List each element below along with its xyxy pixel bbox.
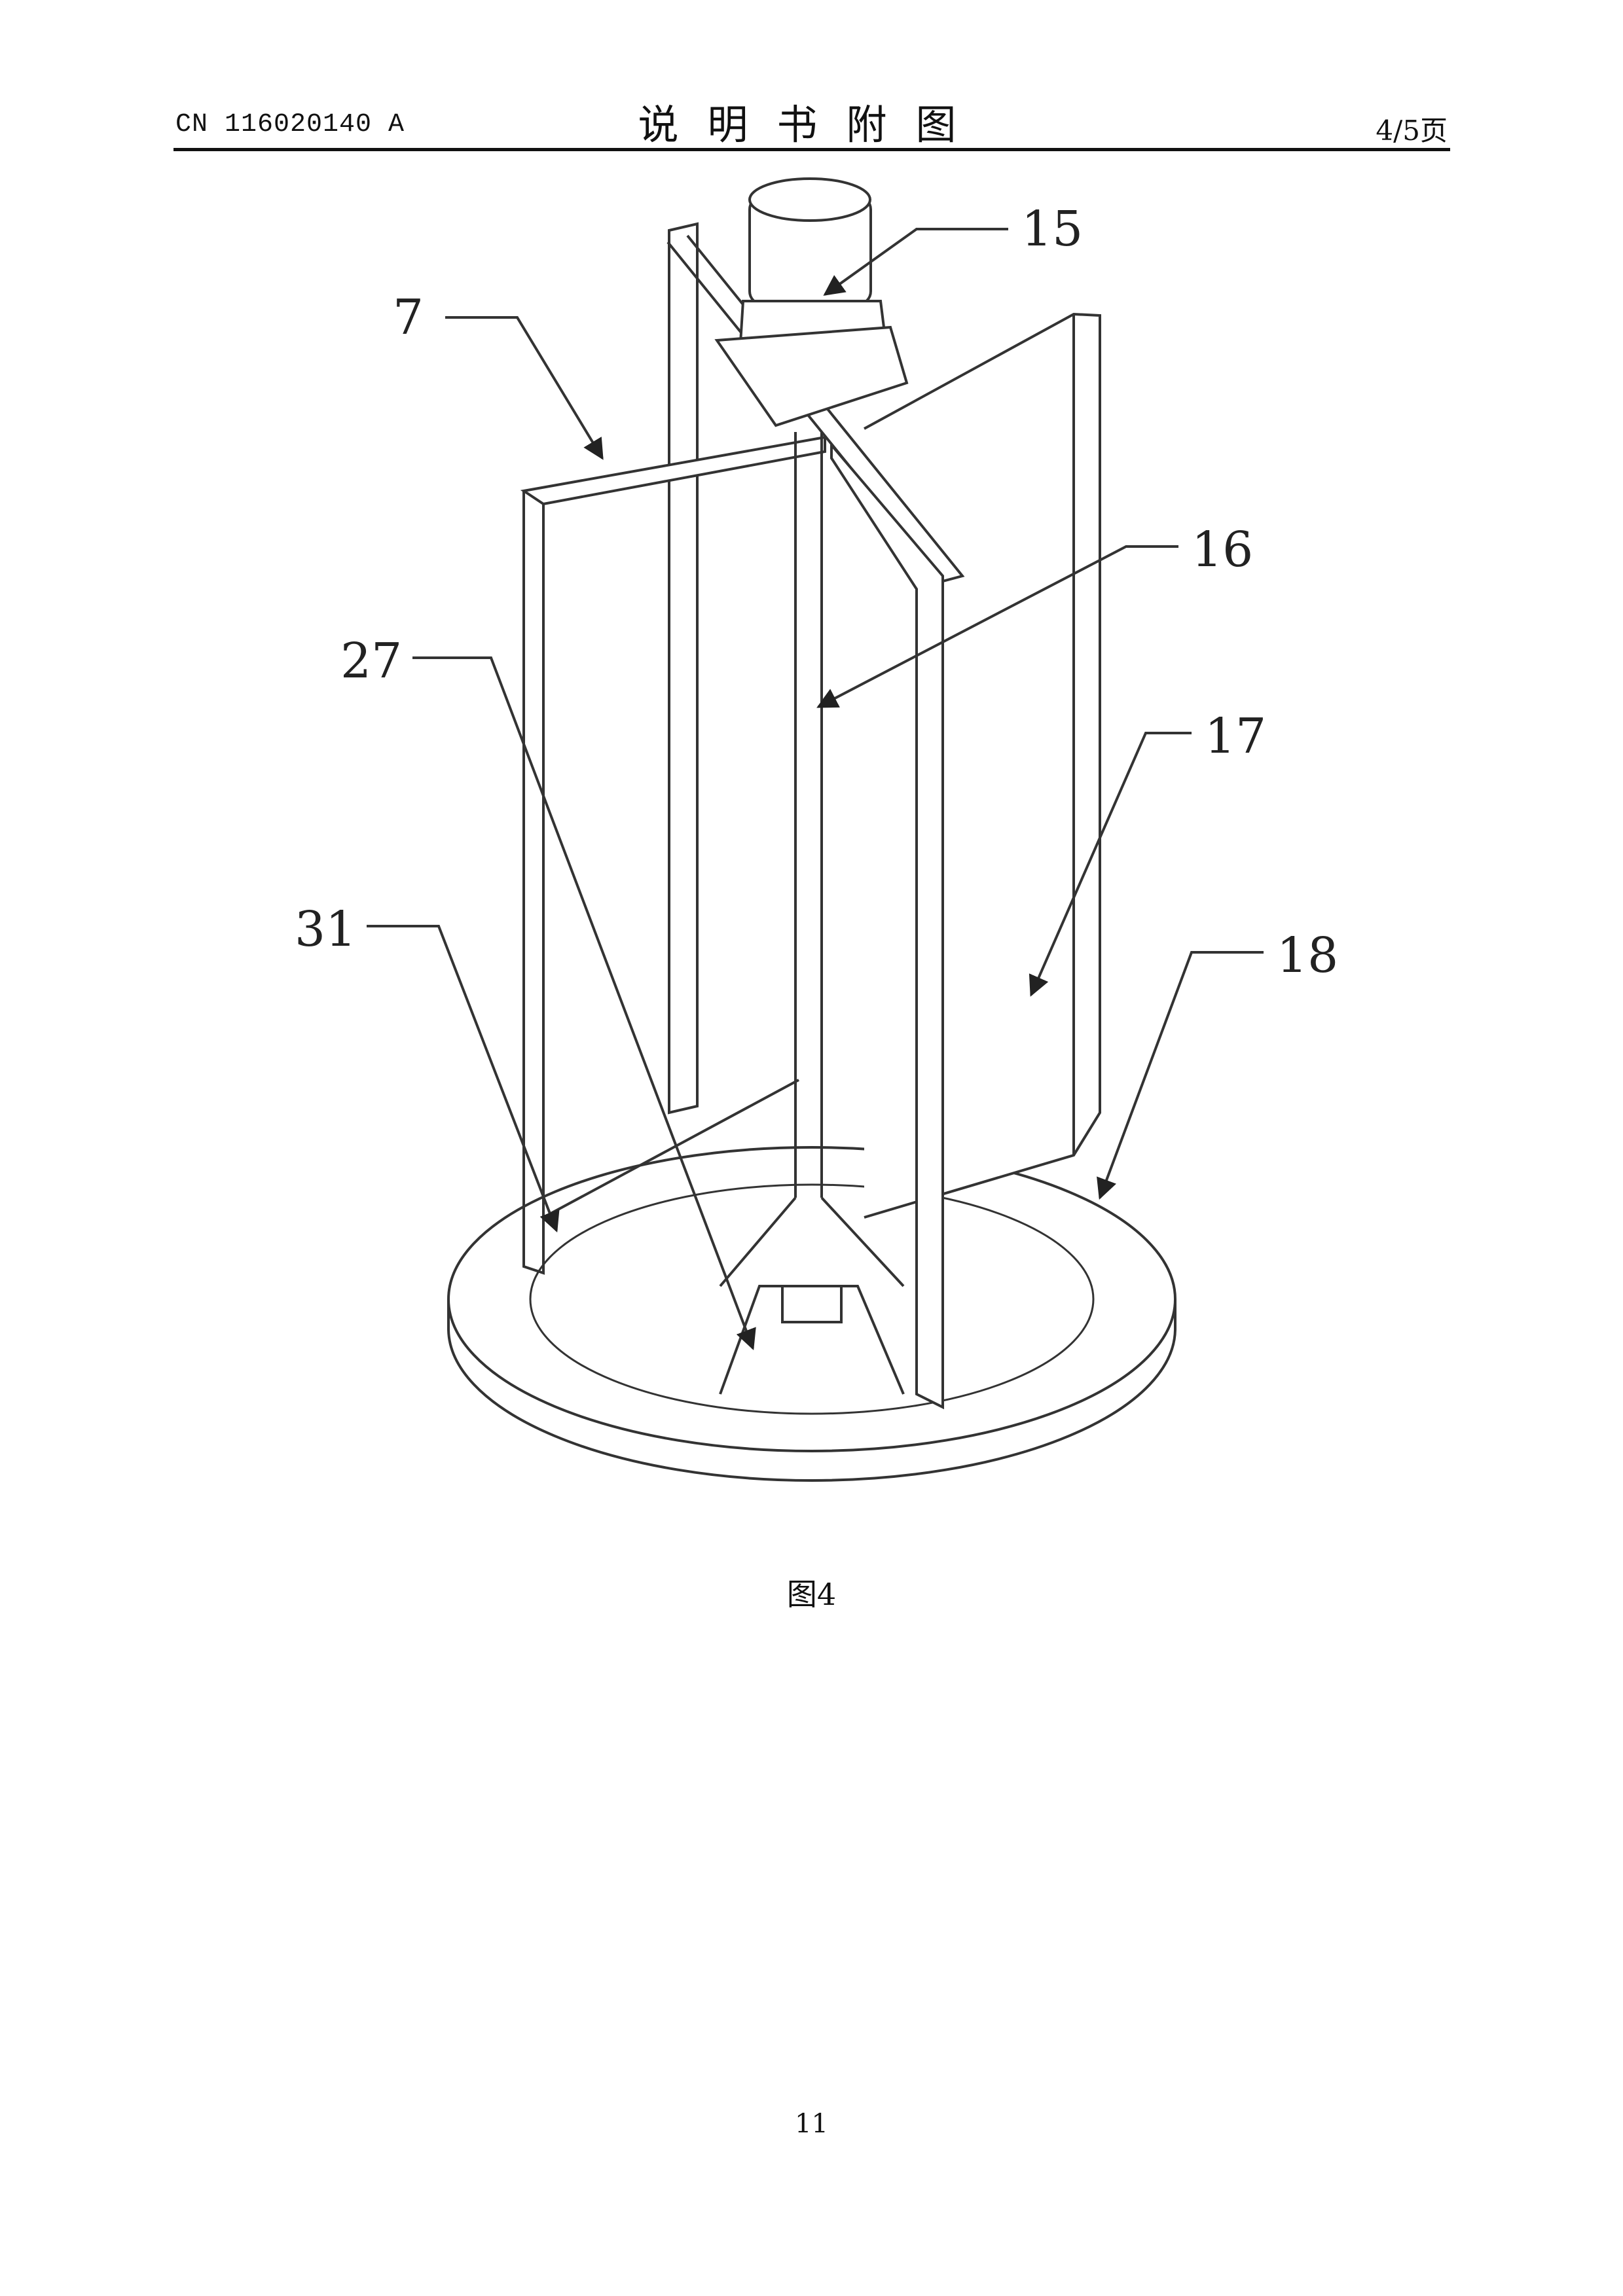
- publication-number: CN 116020140 A: [175, 110, 405, 139]
- ref-label-31: 31: [295, 901, 356, 958]
- header-rule: [173, 148, 1450, 151]
- reference-labels: 15 7 16 27 17 31 18: [295, 201, 1338, 984]
- figure-caption: 图4: [786, 1577, 837, 1612]
- ref-label-7: 7: [393, 289, 424, 346]
- ref-label-16: 16: [1192, 522, 1253, 578]
- ref-label-27: 27: [340, 633, 402, 689]
- ref-label-15: 15: [1021, 201, 1083, 257]
- leader-lines: [367, 228, 1264, 1350]
- ref-label-17: 17: [1205, 708, 1266, 764]
- page-number: 11: [795, 2109, 828, 2139]
- ref-label-18: 18: [1277, 927, 1338, 984]
- page-of-total: 4/5页: [1376, 115, 1448, 147]
- patent-drawing-figure-4: 15 7 16 27 17 31 18: [295, 177, 1338, 1482]
- section-title: 说明书附图: [638, 101, 985, 149]
